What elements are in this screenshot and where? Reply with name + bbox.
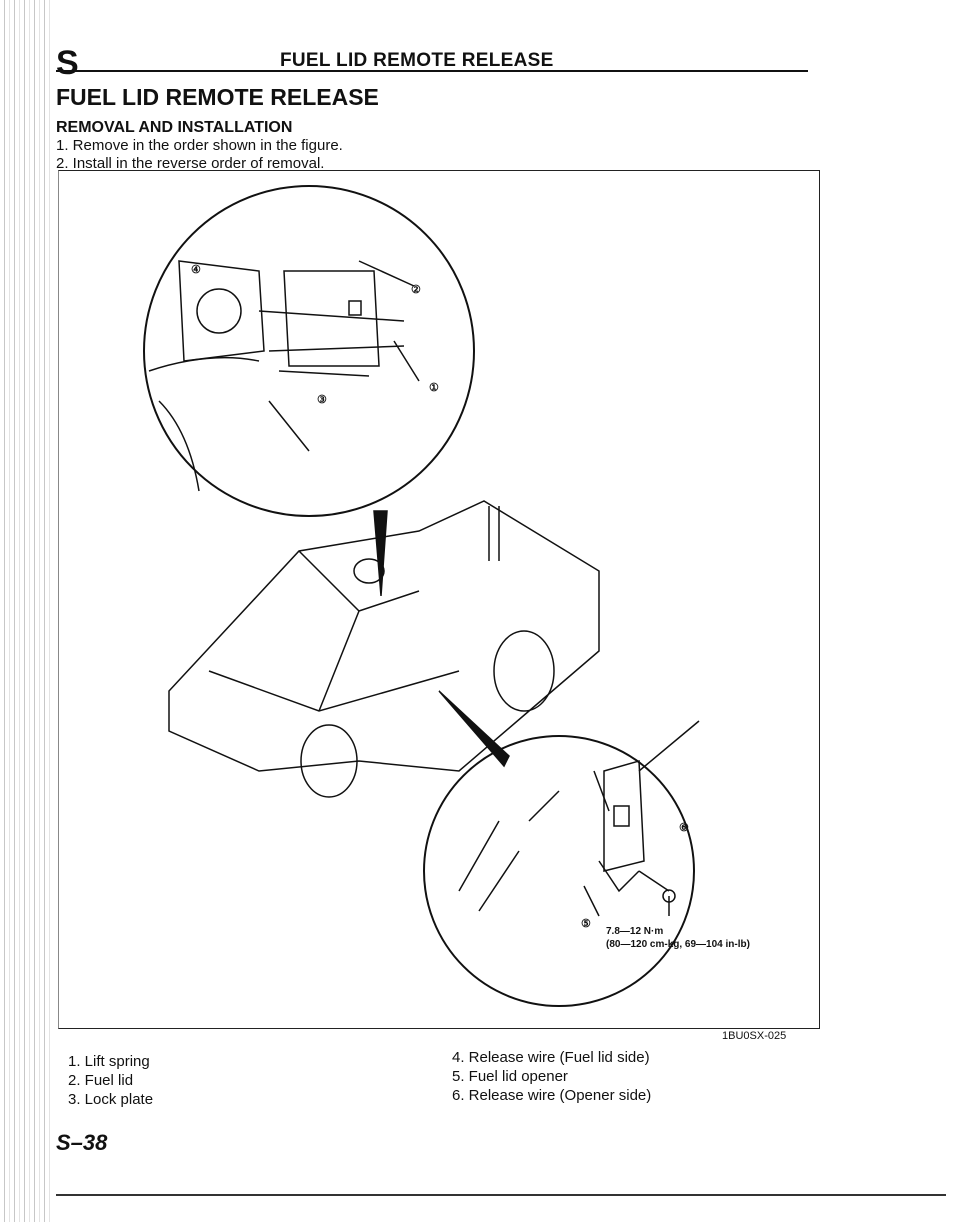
callout-5: ⑤ [581, 918, 591, 930]
page-title: FUEL LID REMOTE RELEASE [56, 84, 379, 110]
legend-item: 4. Release wire (Fuel lid side) [452, 1049, 650, 1066]
legend-item: 5. Fuel lid opener [452, 1068, 568, 1085]
header-rule [56, 70, 808, 72]
scan-binding-edge [0, 0, 50, 1222]
fuel-lid-detail-circle [143, 185, 475, 517]
figure-illustration: ④ ② ③ ① ⑥ ⑤ 7.8—12 N·m (80—120 cm-kg, 69… [58, 170, 820, 1029]
callout-6: ⑥ [679, 822, 689, 834]
section-subtitle: REMOVAL AND INSTALLATION [56, 119, 293, 136]
step-2: 2. Install in the reverse order of remov… [56, 155, 325, 172]
running-header: FUEL LID REMOTE RELEASE [280, 50, 554, 71]
legend-right: 4. Release wire (Fuel lid side) 5. Fuel … [452, 1048, 651, 1105]
torque-spec: 7.8—12 N·m [606, 926, 664, 937]
step-1: 1. Remove in the order shown in the figu… [56, 137, 343, 154]
torque-spec-alt-units: (80—120 cm-kg, 69—104 in-lb) [606, 939, 750, 950]
section-letter: S [56, 44, 79, 82]
truck-drawing [168, 500, 600, 798]
legend-item: 3. Lock plate [68, 1091, 154, 1108]
pointer-arrow-upper [373, 510, 388, 597]
legend-item: 1. Lift spring [68, 1053, 150, 1070]
opener-detail-circle [423, 720, 700, 1007]
pointer-arrow-lower [438, 690, 510, 768]
legend-left: 1. Lift spring 2. Fuel lid 3. Lock plate [68, 1052, 153, 1109]
figure-code: 1BU0SX-025 [722, 1030, 787, 1042]
callout-4: ④ [191, 264, 201, 276]
callout-3: ③ [317, 394, 327, 406]
footer-rule [56, 1194, 946, 1196]
page-number: S–38 [56, 1130, 108, 1155]
legend-item: 2. Fuel lid [68, 1072, 134, 1089]
callout-1: ① [429, 382, 439, 394]
legend-item: 6. Release wire (Opener side) [452, 1087, 652, 1104]
callout-2: ② [411, 284, 421, 296]
